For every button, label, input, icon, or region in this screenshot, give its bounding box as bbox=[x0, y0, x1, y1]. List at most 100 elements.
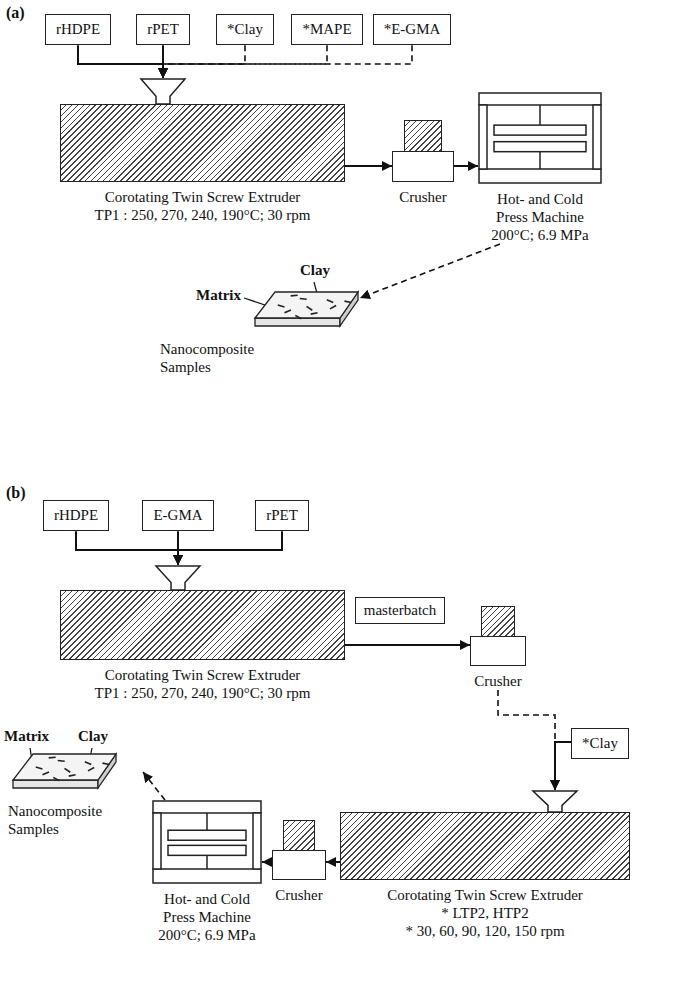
box-label: rHDPE bbox=[54, 507, 98, 524]
material-box: E-GMA bbox=[142, 500, 213, 531]
clay-platelet bbox=[278, 305, 285, 307]
press-part bbox=[153, 801, 261, 813]
process-arrow bbox=[78, 45, 163, 78]
machine-label: 200°C; 6.9 MPa bbox=[481, 226, 599, 244]
press-ram bbox=[206, 855, 208, 869]
clay-platelet bbox=[43, 772, 49, 775]
press-part bbox=[494, 125, 586, 135]
clay-platelet bbox=[58, 760, 65, 762]
machine-label: * LTP2, HTP2 bbox=[340, 904, 630, 922]
extruder-shape bbox=[60, 78, 345, 182]
press-ram bbox=[206, 813, 208, 830]
crusher: Crusher bbox=[470, 606, 526, 690]
machine-label: TP1 : 250, 270, 240, 190°C; 30 rpm bbox=[60, 684, 345, 702]
clay-platelet bbox=[36, 767, 43, 769]
clay-platelet bbox=[291, 294, 298, 296]
process-arrow bbox=[345, 165, 392, 167]
crusher-hopper bbox=[283, 820, 315, 851]
material-box: *MAPE bbox=[291, 14, 362, 45]
press-part bbox=[153, 813, 161, 869]
crusher-hopper bbox=[404, 120, 441, 152]
clay-platelet bbox=[285, 310, 291, 313]
box-label: *MAPE bbox=[302, 21, 351, 38]
clay-platelet bbox=[103, 763, 110, 764]
crusher-shape bbox=[470, 606, 526, 666]
part-label: Clay bbox=[78, 728, 108, 745]
material-box: *E-GMA bbox=[373, 14, 452, 45]
slab-side bbox=[255, 318, 340, 326]
extruder: Corotating Twin Screw ExtruderTP1 : 250,… bbox=[60, 565, 345, 702]
machine-label: Corotating Twin Screw Extruder bbox=[340, 880, 630, 904]
crusher-shape bbox=[272, 820, 326, 880]
process-arrow bbox=[555, 742, 571, 790]
crusher-hopper bbox=[481, 606, 515, 637]
machine-label: Crusher bbox=[392, 182, 454, 206]
press-shape bbox=[478, 92, 602, 184]
box-label: *Clay bbox=[582, 735, 618, 752]
crusher-base bbox=[470, 636, 526, 666]
part-label: Matrix bbox=[196, 287, 241, 304]
machine-label: Nanocomposite Samples bbox=[8, 796, 98, 838]
hopper bbox=[340, 790, 630, 812]
extruder-shape bbox=[60, 565, 345, 660]
process-arrow bbox=[360, 244, 500, 298]
crusher: Crusher bbox=[272, 820, 326, 904]
nanocomposite-sample: Nanocomposite Samples bbox=[160, 288, 360, 376]
press-part bbox=[593, 105, 601, 169]
extruder: Corotating Twin Screw Extruder* LTP2, HT… bbox=[340, 790, 630, 940]
hopper-outline bbox=[141, 79, 185, 104]
material-box: rHDPE bbox=[45, 14, 111, 45]
press-ram bbox=[539, 105, 541, 125]
process-arrow bbox=[178, 531, 282, 565]
hopper bbox=[60, 565, 345, 590]
machine-label: * 30, 60, 90, 120, 150 rpm bbox=[340, 922, 630, 940]
nanocomposite-sample: Nanocomposite Samples bbox=[8, 750, 143, 838]
machine-label: Corotating Twin Screw Extruder bbox=[60, 660, 345, 684]
press-part bbox=[168, 830, 246, 840]
process-arrow bbox=[345, 644, 470, 646]
press-part bbox=[168, 845, 246, 855]
extruder-shape bbox=[340, 790, 630, 880]
material-box: rPET bbox=[255, 500, 309, 531]
clay-platelet bbox=[307, 306, 313, 310]
clay-platelet bbox=[330, 306, 336, 309]
press-part bbox=[494, 142, 586, 152]
slab-side bbox=[13, 780, 98, 788]
press-part bbox=[253, 813, 261, 869]
part-label: Matrix bbox=[4, 728, 49, 745]
press-frame bbox=[478, 92, 602, 184]
process-arrow bbox=[326, 861, 340, 863]
material-box: *Clay bbox=[216, 14, 274, 45]
process-arrow bbox=[498, 690, 555, 790]
sample-shape bbox=[8, 750, 143, 796]
material-box: *Clay bbox=[571, 728, 629, 759]
clay-platelet bbox=[69, 775, 76, 776]
extruder-barrel bbox=[60, 590, 345, 660]
machine-label: Hot- and Cold Press Machine bbox=[152, 884, 262, 926]
panel-tag: (a) bbox=[6, 4, 25, 22]
material-box: rPET bbox=[136, 14, 190, 45]
press-part bbox=[479, 105, 487, 169]
machine-label: Crusher bbox=[470, 666, 526, 690]
masterbatch-box: masterbatch bbox=[355, 597, 445, 624]
clay-platelet bbox=[311, 313, 318, 314]
crusher-base bbox=[392, 151, 454, 182]
box-label: *E-GMA bbox=[384, 21, 441, 38]
hopper bbox=[60, 78, 345, 104]
sample-shape bbox=[160, 288, 360, 334]
clay-platelet bbox=[327, 300, 333, 303]
extruder-barrel bbox=[60, 104, 345, 182]
process-arrow bbox=[163, 45, 412, 78]
box-label: rPET bbox=[147, 21, 179, 38]
process-arrow bbox=[143, 772, 165, 800]
clay-platelet bbox=[49, 756, 56, 758]
machine-label: Crusher bbox=[272, 880, 326, 904]
slab-top bbox=[255, 292, 358, 318]
slab-top bbox=[13, 754, 116, 780]
material-box: rHDPE bbox=[43, 500, 109, 531]
clay-platelet bbox=[345, 301, 352, 302]
clay-platelet bbox=[300, 298, 307, 300]
machine-label: TP1 : 250, 270, 240, 190°C; 30 rpm bbox=[60, 206, 345, 224]
clay-platelet bbox=[65, 768, 71, 772]
